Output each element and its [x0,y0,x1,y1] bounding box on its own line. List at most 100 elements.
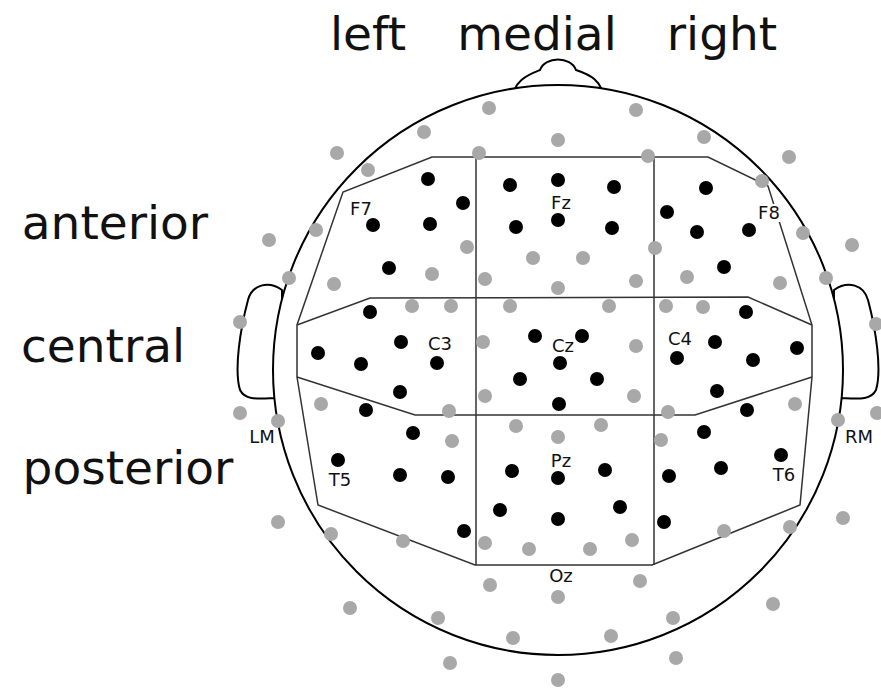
electrode-dot [755,174,769,188]
electrode-dot [460,240,474,254]
axis-label: central [21,322,185,369]
electrode-dot [629,103,643,117]
electrode-dot [739,305,753,319]
electrode-dot [796,226,810,240]
electrode-dot [680,270,694,284]
electrode-dot [575,329,589,343]
electrode-dot [774,448,788,462]
electrode-dot [233,315,247,329]
electrode-dot [311,346,325,360]
electrode-dot [551,590,565,604]
electrode-dot [551,471,565,485]
axis-label: left [330,10,406,57]
region-electrodes [311,172,804,538]
electrode-dot [594,418,608,432]
electrode-dot [528,329,542,343]
electrode-dot [627,389,641,403]
electrode-dot [503,299,517,313]
electrode-label: Pz [550,452,572,470]
electrode-dot [417,125,431,139]
electrode-dot [393,385,407,399]
electrode-dot [441,470,455,484]
electrode-label: T5 [328,471,352,489]
electrode-dot [661,405,675,419]
electrode-dot [324,527,338,541]
electrode-label: Fz [550,194,572,212]
electrode-dot [590,372,604,386]
electrode-dot [697,130,711,144]
electrode-label: F8 [757,204,781,222]
electrode-dot [513,372,527,386]
electrode-dot [478,272,492,286]
electrode-dot [396,534,410,548]
electrode-dot [629,339,643,353]
electrode-dot [551,512,565,526]
electrode-dot [788,397,802,411]
electrode-dot [836,511,850,525]
electrode-dot [509,419,523,433]
electrode-dot [394,335,408,349]
electrode-label: T6 [772,466,796,484]
electrode-dot [845,238,859,252]
electrode-dot [493,503,507,517]
electrode-dot [696,300,710,314]
axis-label: anterior [22,199,208,246]
electrode-dot [330,146,344,160]
electrode-dot [425,267,439,281]
electrode-dot [790,341,804,355]
electrode-dot [598,463,612,477]
electrode-dot [457,524,471,538]
electrode-dot [717,260,731,274]
electrode-dot [456,196,470,210]
electrode-dot [478,389,492,403]
electrode-dot [583,542,597,556]
electrode-dot [393,468,407,482]
electrode-dot [783,520,797,534]
axis-label: medial [457,10,616,57]
electrode-dot [354,357,368,371]
electrode-label: F7 [349,200,373,218]
electrode-dot [443,656,457,670]
electrode-dot [359,403,373,417]
electrode-dot [522,542,536,556]
electrode-dot [669,651,683,665]
electrode-dot [382,261,396,275]
electrode-dot [282,271,296,285]
electrode-dot [660,205,674,219]
electrode-dot [309,223,323,237]
region-grid [297,157,812,565]
electrode-dot [505,464,519,478]
electrode-dot [406,426,420,440]
electrode-dot [483,578,497,592]
electrode-dot [405,299,419,313]
axis-label: right [667,10,777,57]
electrode-dot [262,233,276,247]
electrode-dot [773,276,787,290]
electrode-dot [659,299,673,313]
electrode-dot [314,397,328,411]
electrode-dot [363,305,377,319]
electrode-label: C3 [427,335,453,353]
electrode-dot [271,515,285,529]
electrode-dot [421,172,435,186]
electrode-dot [666,611,680,625]
electrode-dot [526,251,540,265]
electrode-label: Oz [548,567,574,585]
electrode-dot [327,277,341,291]
electrode-dot [831,413,845,427]
electrode-dot [551,133,565,147]
electrode-dot [613,500,627,514]
electrode-dot [551,430,565,444]
electrode-dot [717,524,731,538]
electrode-dot [819,271,833,285]
electrode-dot [670,351,684,365]
electrode-dot [444,299,458,313]
outer-electrodes [233,101,881,687]
electrode-dot [430,356,444,370]
electrode-dot [602,299,616,313]
electrode-label: RM [844,428,874,446]
electrode-dot [641,149,655,163]
electrode-dot [648,241,662,255]
electrode-dot [476,335,490,349]
electrode-dot [442,404,456,418]
